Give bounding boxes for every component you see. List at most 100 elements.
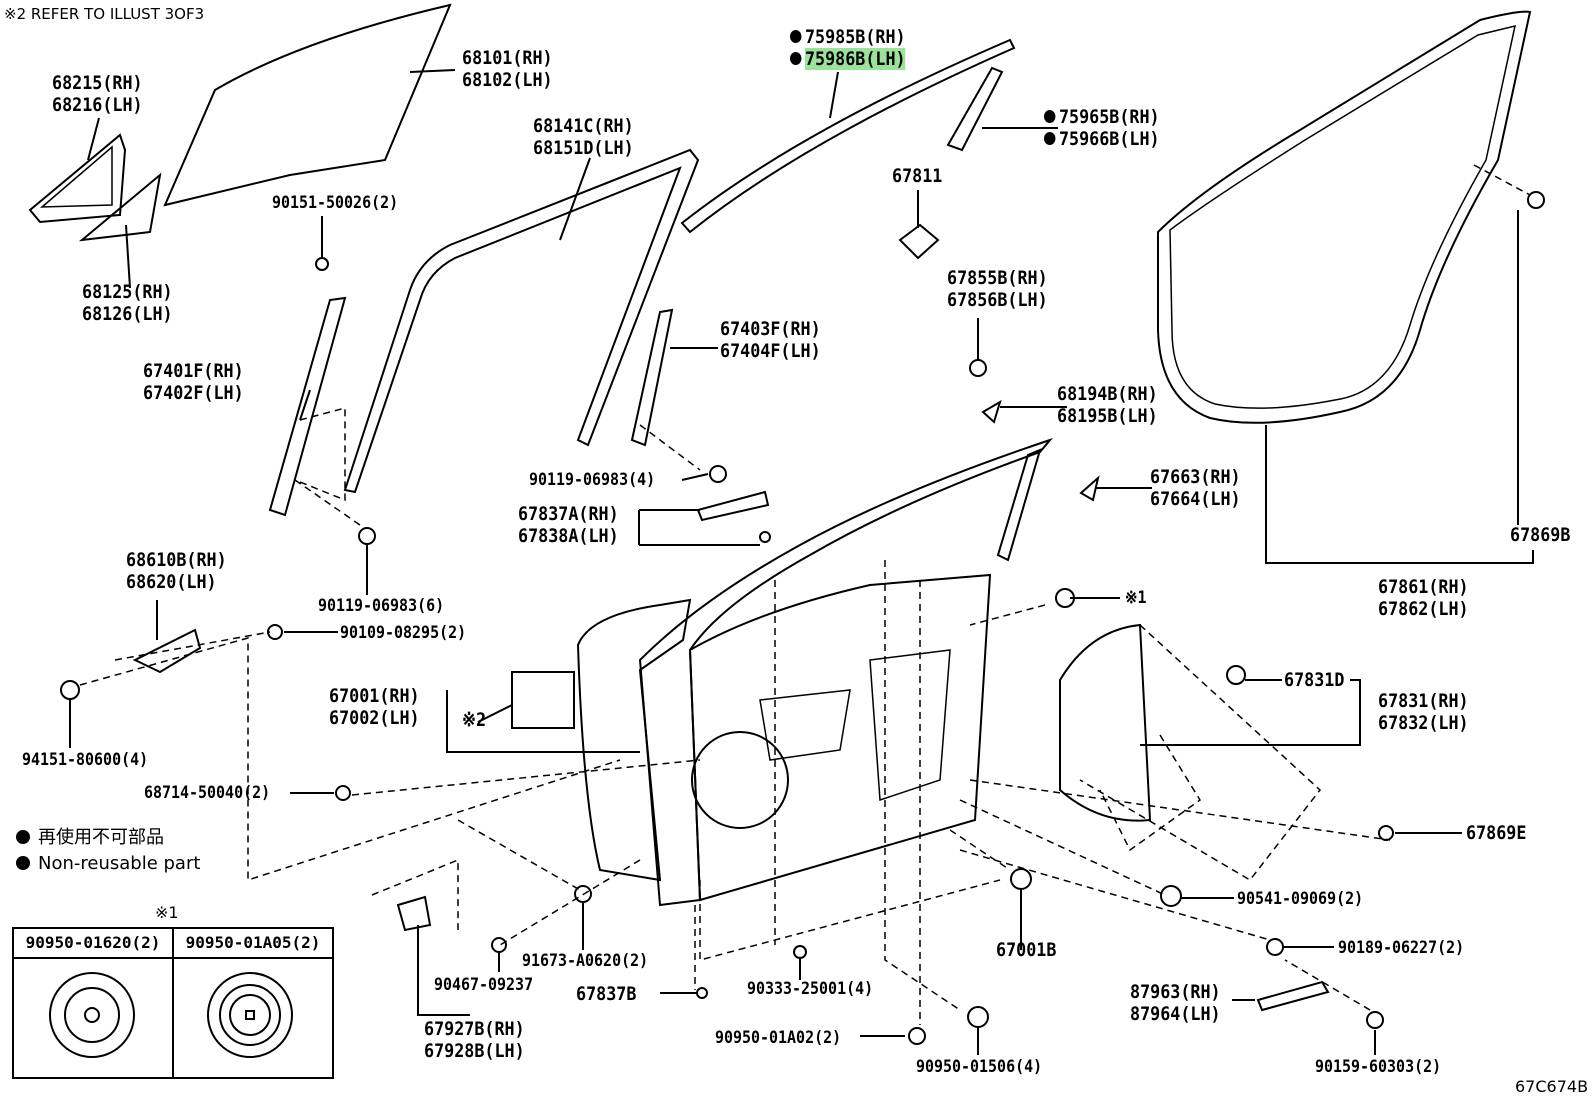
bolt-icon — [491, 937, 507, 953]
label-90151: 90151-50026(2) — [272, 193, 399, 213]
legend-dot — [16, 855, 30, 870]
garnish — [946, 66, 1004, 152]
illustration-code: 67C674B — [1515, 1077, 1589, 1096]
legend: 再使用不可部品 Non-reusable part — [16, 825, 200, 877]
door-outer-panel — [576, 598, 692, 882]
clip-icon — [1378, 825, 1394, 841]
label-67831: 67831(RH)67832(LH) — [1378, 690, 1469, 734]
non-reusable-dot — [790, 29, 802, 43]
non-reusable-dot — [790, 51, 802, 65]
label-90189: 90189-06227(2) — [1338, 938, 1465, 958]
bolt-icon — [574, 885, 592, 903]
bolt-icon — [1226, 665, 1246, 685]
label-90541: 90541-09069(2) — [1237, 889, 1364, 909]
plug-icon — [219, 984, 281, 1046]
clip-icon — [1266, 938, 1284, 956]
label-90119a: 90119-06983(6) — [318, 596, 445, 616]
label-67861: 67861(RH)67862(LH) — [1378, 576, 1469, 620]
door-sash — [996, 448, 1042, 562]
panel-window-opening — [869, 649, 951, 802]
hinge — [132, 628, 202, 674]
plug-icon — [908, 1027, 926, 1045]
table-divider — [172, 929, 174, 1077]
label-68141: 68141C(RH)68151D(LH) — [533, 115, 634, 159]
bolt-icon — [1366, 1011, 1384, 1029]
label-90109: 90109-08295(2) — [340, 623, 467, 643]
label-ref1: ※1 — [1125, 588, 1147, 608]
clip-icon — [759, 531, 771, 543]
label-67869e: 67869E — [1466, 822, 1527, 844]
grommet-icon — [84, 1007, 100, 1023]
rear-channel — [268, 296, 347, 517]
non-reusable-dot — [1044, 131, 1056, 145]
pad-67811 — [898, 223, 940, 260]
nut-icon — [60, 680, 80, 700]
label-90333: 90333-25001(4) — [747, 979, 874, 999]
label-68610: 68610B(RH)68620(LH) — [126, 549, 227, 593]
plug-icon — [1010, 868, 1032, 890]
label-75985: 75985B(RH) 75986B(LH) — [790, 26, 906, 70]
pad-ref2 — [511, 671, 575, 729]
highlighted-part: 75986B(LH) — [804, 48, 906, 70]
label-91673: 91673-A0620(2) — [522, 951, 649, 971]
label-67401: 67401F(RH)67402F(LH) — [143, 360, 244, 404]
label-90950-01506: 90950-01506(4) — [916, 1057, 1043, 1077]
table-fastener-drawings — [49, 972, 293, 1058]
plug-icon — [207, 972, 293, 1058]
label-87963: 87963(RH)87964(LH) — [1130, 981, 1221, 1025]
fastener-table: 90950-01620(2) 90950-01A05(2) — [12, 927, 334, 1079]
plug-icon — [229, 994, 271, 1036]
dashed-lines — [79, 164, 1531, 1025]
regulator-bracket — [696, 490, 770, 522]
label-68101: 68101(RH)68102(LH) — [462, 47, 553, 91]
bolt-icon — [315, 257, 329, 271]
bolt-icon — [358, 527, 376, 545]
plug-icon — [967, 1006, 989, 1028]
front-channel — [630, 308, 674, 447]
non-reusable-dot — [1044, 109, 1056, 123]
legend-ja: 再使用不可部品 — [38, 827, 164, 848]
header-note: ※2 REFER TO ILLUST 3OF3 — [4, 5, 205, 23]
label-68215: 68215(RH)68216(LH) — [52, 72, 143, 116]
label-67837a: 67837A(RH)67838A(LH) — [518, 503, 619, 547]
grommet-icon — [64, 987, 120, 1043]
label-67001b: 67001B — [996, 939, 1057, 961]
label-67663: 67663(RH)67664(LH) — [1150, 466, 1241, 510]
label-67403: 67403F(RH)67404F(LH) — [720, 318, 821, 362]
quarter-window — [28, 133, 127, 224]
label-67855: 67855B(RH)67856B(LH) — [947, 267, 1048, 311]
clip-icon — [981, 399, 1002, 424]
label-67869b: 67869B — [1510, 524, 1571, 546]
plug-icon — [1160, 885, 1182, 907]
door-frame — [638, 437, 1054, 907]
label-67001: 67001(RH)67002(LH) — [329, 685, 420, 729]
clip-icon — [335, 785, 351, 801]
clip-icon — [696, 987, 708, 999]
table-header-col-2: 90950-01A05(2) — [174, 929, 332, 959]
leader-lines — [69, 69, 1534, 1055]
label-67811: 67811 — [892, 165, 943, 187]
legend-dot — [16, 829, 30, 844]
door-glass — [163, 3, 452, 207]
clip-icon — [793, 945, 807, 959]
clip-icon — [969, 359, 987, 377]
clip-icon — [1527, 191, 1545, 209]
label-ref2: ※2 — [462, 709, 487, 731]
label-68125: 68125(RH)68126(LH) — [82, 281, 173, 325]
clip-icon — [267, 624, 283, 640]
panel-hole — [759, 689, 851, 761]
table-title: ※1 — [155, 903, 179, 922]
grommet-icon — [49, 972, 135, 1058]
bolt-icon — [709, 465, 727, 483]
door-check — [1256, 980, 1330, 1012]
label-90159: 90159-60303(2) — [1315, 1057, 1442, 1077]
label-94151: 94151-80600(4) — [22, 750, 149, 770]
belt-moulding — [680, 38, 1016, 234]
speaker-opening — [691, 731, 789, 829]
label-67831d: 67831D — [1284, 669, 1345, 691]
door-bumper — [396, 895, 432, 932]
label-68194: 68194B(RH)68195B(LH) — [1057, 383, 1158, 427]
label-90119b: 90119-06983(4) — [529, 470, 656, 490]
weatherstrip — [1157, 10, 1532, 424]
